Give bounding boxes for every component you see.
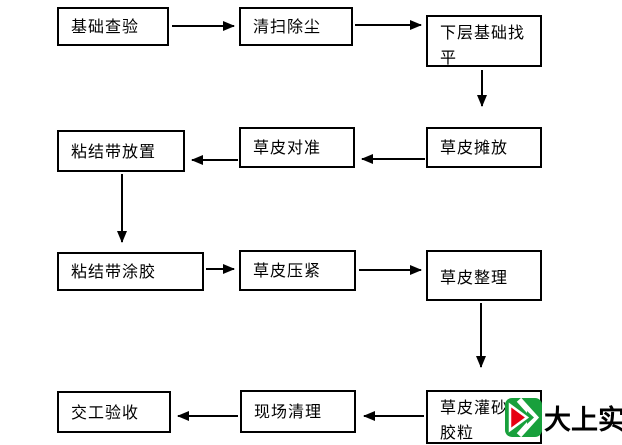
- logo-text: 大上实业: [544, 405, 622, 436]
- flow-node-tape-gluing: 粘结带涂胶: [57, 252, 204, 291]
- double-chevron-arrow-icon: [505, 397, 542, 438]
- flow-node-turf-trimming: 草皮整理: [426, 250, 542, 301]
- flow-node-turf-alignment: 草皮对准: [239, 127, 355, 168]
- flow-node-base-inspection: 基础查验: [57, 7, 169, 46]
- flow-node-turf-spreading: 草皮摊放: [426, 127, 542, 168]
- flow-node-site-cleanup: 现场清理: [240, 390, 356, 433]
- flow-node-turf-pressing: 草皮压紧: [239, 250, 356, 291]
- company-logo: 大上实业: [504, 397, 622, 438]
- flow-node-acceptance: 交工验收: [57, 391, 171, 433]
- flow-node-tape-placement: 粘结带放置: [57, 130, 185, 172]
- flow-node-subbase-leveling: 下层基础找平: [426, 15, 542, 67]
- flow-node-sweep-dust: 清扫除尘: [239, 7, 353, 46]
